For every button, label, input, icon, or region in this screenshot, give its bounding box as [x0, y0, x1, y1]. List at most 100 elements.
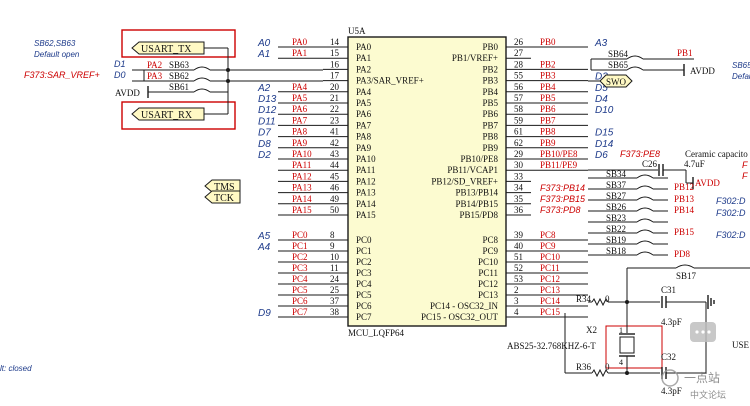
net-label: PA11: [292, 160, 311, 170]
note-default-open: Default open: [34, 50, 80, 59]
pin-number: 27: [514, 48, 524, 58]
sb19-bridge: [636, 240, 654, 245]
sb17-bridge: [675, 264, 695, 269]
mcu-chip-body: [347, 36, 507, 327]
watermark-logo-icon: [661, 369, 679, 387]
pin-name: PB13/PB14: [455, 188, 498, 198]
r34-label: R34: [576, 294, 592, 304]
pin-number: 38: [330, 307, 340, 317]
pin-number: 16: [330, 59, 340, 69]
tms-port[interactable]: [204, 179, 241, 193]
net-label: PB2: [540, 59, 556, 69]
net-label: PB11/PE9: [540, 160, 578, 170]
pin-name: PC3: [356, 268, 372, 278]
net-label: PC0: [292, 230, 308, 240]
f373-pb14-label: F373:PB14: [540, 183, 585, 193]
pin-name: PA0: [356, 42, 372, 52]
signal-label: D15: [595, 128, 614, 139]
net-label: PA9: [292, 138, 308, 148]
sb27-bridge-group: SB27: [588, 191, 668, 201]
watermark-text-main: 一点站: [684, 371, 720, 385]
sb62-label: SB62: [169, 71, 189, 81]
watermark: 一点站 中文论坛: [661, 322, 726, 400]
tck-label: TCK: [214, 193, 235, 204]
net-label: PC4: [292, 274, 308, 284]
sb18-label: SB18: [606, 246, 627, 256]
net-label: PA12: [292, 171, 312, 181]
pin-name: PA6: [356, 109, 372, 119]
net-label: PC9: [540, 241, 556, 251]
signal-label: A5: [257, 231, 271, 242]
sb61-bridge: [193, 88, 211, 93]
pin-number: 8: [330, 230, 335, 240]
pin-number: 17: [330, 71, 340, 81]
pin-name: PC2: [356, 257, 372, 267]
net-label: PA10: [292, 149, 312, 159]
pin-number: 37: [330, 296, 340, 306]
pin-number: 21: [330, 93, 339, 103]
pin-number: 55: [514, 71, 524, 81]
note-user-partial: USE: [732, 340, 750, 350]
pb14-net-label: PB14: [674, 205, 695, 215]
pin-number: 41: [330, 127, 339, 137]
pin-number: 36: [514, 205, 524, 215]
c31-label: C31: [661, 285, 676, 295]
net-label: PB10/PE8: [540, 149, 578, 159]
signal-label: D9: [258, 308, 271, 319]
usart-rx-highlight-box: [121, 101, 236, 130]
net-label: PA4: [292, 82, 308, 92]
sb65-bridge: [626, 66, 644, 71]
net-pa2-left: PA2: [147, 60, 162, 70]
pin-name: PC13: [478, 290, 499, 300]
net-label: PB4: [540, 82, 556, 92]
pin-number: 59: [514, 115, 524, 125]
net-label: PA14: [292, 194, 312, 204]
f373-pb15-label: F373:PB15: [540, 194, 586, 204]
watermark-dot-3: [707, 330, 711, 334]
avdd-right-label: AVDD: [690, 66, 715, 76]
sb27-bridge: [636, 196, 654, 201]
pin-number: 46: [330, 183, 340, 193]
ceramic-capacitor-note: Ceramic capacito: [685, 149, 748, 159]
net-label: PA6: [292, 104, 308, 114]
sb37-bridge-group: SB37: [588, 180, 668, 190]
signal-label: D14: [595, 139, 614, 150]
pin-number: 50: [330, 205, 340, 215]
swo-port[interactable]: [599, 74, 633, 88]
pin-number: 40: [514, 241, 524, 251]
net-label: PC5: [292, 285, 308, 295]
tck-port[interactable]: [204, 190, 241, 204]
pin-number: 35: [514, 194, 524, 204]
pin-name: PC1: [356, 246, 372, 256]
pin-name: PA4: [356, 87, 372, 97]
pin-number: 43: [330, 149, 340, 159]
sb26-bridge: [636, 207, 654, 212]
signal-label: D13: [258, 94, 277, 105]
junction-pa2: [226, 68, 230, 72]
r36-value: 0: [605, 362, 610, 372]
pin-name: PA10: [356, 154, 376, 164]
signal-label: D5: [595, 83, 608, 94]
pin-number: 22: [330, 104, 339, 114]
f373-pe8-label: F373:PE8: [620, 149, 660, 159]
pin-number: 3: [514, 296, 519, 306]
swo-label: SWO: [606, 77, 627, 87]
net-label: PC2: [292, 252, 308, 262]
net-label: PC11: [540, 263, 560, 273]
pb1-net-label: PB1: [677, 48, 693, 58]
